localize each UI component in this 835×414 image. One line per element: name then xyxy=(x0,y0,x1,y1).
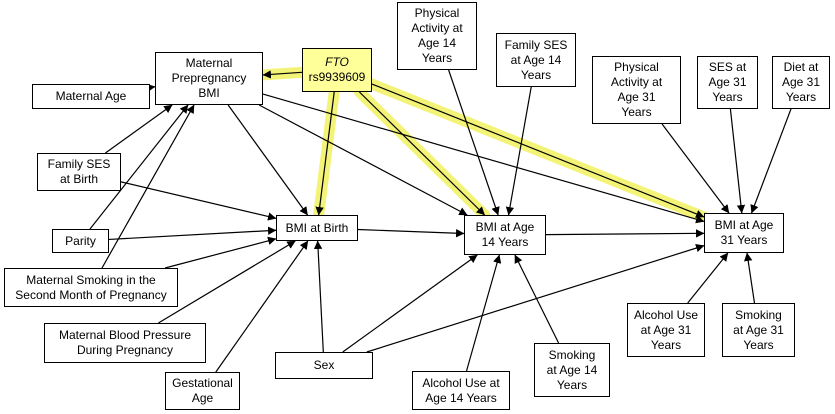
edge-bmi14-to-bmi31 xyxy=(545,229,705,238)
edge-ses31-to-bmi31 xyxy=(729,108,746,214)
node-bmi-31: BMI at Age 31 Years xyxy=(704,213,784,253)
edge-sex-to-bmi31 xyxy=(366,244,705,353)
node-diet-31: Diet at Age 31 Years xyxy=(772,56,830,109)
snp-id: rs9939609 xyxy=(308,70,366,84)
node-ses-31: SES at Age 31 Years xyxy=(697,56,758,109)
node-maternal-prepregnancy-bmi: Maternal Prepregnancy BMI xyxy=(155,52,263,105)
edge-fses-birth-to-bmi-birth xyxy=(120,181,277,221)
edge-gest-age-to-bmi-birth xyxy=(215,240,309,373)
edge-fto-to-bmi31 xyxy=(371,83,705,218)
edge-fses-birth-to-maternal-bmi xyxy=(105,104,173,154)
node-gestational-age: Gestational Age xyxy=(165,372,240,410)
node-family-ses-birth: Family SES at Birth xyxy=(37,153,121,191)
node-alcohol-14: Alcohol Use at Age 14 Years xyxy=(412,371,510,410)
edge-bp-preg-to-bmi-birth xyxy=(158,240,296,324)
gene-name: FTO xyxy=(325,55,349,69)
edge-maternal-bmi-to-bmi31 xyxy=(262,93,705,224)
node-family-ses-14: Family SES at Age 14 Years xyxy=(496,33,576,87)
edge-smoking31-to-bmi31 xyxy=(744,252,756,304)
node-bmi-14: BMI at Age 14 Years xyxy=(464,215,546,255)
node-alcohol-31: Alcohol Use at Age 31 Years xyxy=(627,303,705,357)
edge-smoking-preg-to-bmi-birth xyxy=(164,236,277,269)
node-physical-activity-31: Physical Activity at Age 31 Years xyxy=(592,56,681,124)
edge-fto-to-bmi-birth xyxy=(315,91,335,216)
edge-bmi-birth-to-bmi14 xyxy=(357,228,465,238)
node-fto-gene: FTO rs9939609 xyxy=(302,48,372,92)
edge-pa31-to-bmi31 xyxy=(661,123,730,214)
edge-diet31-to-bmi31 xyxy=(750,108,792,214)
edge-maternal-age-to-maternal-bmi xyxy=(146,83,156,93)
edge-sex-to-bmi14 xyxy=(342,254,478,353)
edge-fto-to-maternal-bmi xyxy=(262,70,303,79)
edge-smoking-preg-to-maternal-bmi xyxy=(101,104,195,269)
edge-maternal-bmi-to-bmi14 xyxy=(258,104,468,216)
node-sex: Sex xyxy=(275,352,373,379)
node-maternal-blood-pressure: Maternal Blood Pressure During Pregnancy xyxy=(44,323,206,363)
node-smoking-31: Smoking at Age 31 Years xyxy=(722,303,795,357)
node-bmi-birth: BMI at Birth xyxy=(276,215,358,241)
edge-parity-to-maternal-bmi xyxy=(89,104,189,230)
edge-maternal-bmi-to-bmi-birth xyxy=(227,104,309,216)
edge-alcohol14-to-bmi14 xyxy=(465,254,502,372)
edge-alcohol31-to-bmi31 xyxy=(687,252,729,304)
edge-sex-to-bmi-birth xyxy=(313,240,324,353)
edge-fto-to-bmi14 xyxy=(358,91,486,216)
node-smoking-14: Smoking at Age 14 Years xyxy=(534,343,610,397)
node-physical-activity-14: Physical Activity at Age 14 Years xyxy=(397,2,477,70)
edge-smoking14-to-bmi14 xyxy=(514,254,560,344)
node-parity: Parity xyxy=(52,229,109,253)
edge-fses14-to-bmi14 xyxy=(505,86,532,216)
edge-pa14-to-bmi14 xyxy=(448,69,500,216)
node-maternal-age: Maternal Age xyxy=(32,84,150,109)
node-maternal-smoking-pregnancy: Maternal Smoking in the Second Month of … xyxy=(4,268,178,307)
edge-parity-to-bmi-birth xyxy=(108,226,277,241)
